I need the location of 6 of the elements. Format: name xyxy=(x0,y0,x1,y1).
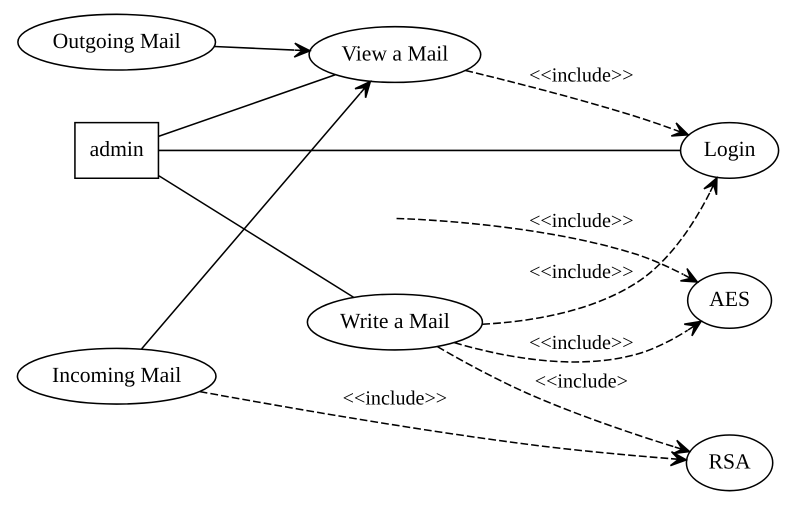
edge-label: <<include> xyxy=(534,370,628,393)
edge-label: <<include>> xyxy=(528,260,634,283)
edge-label: <<include>> xyxy=(342,388,447,410)
edge-label: <<include>> xyxy=(528,210,634,232)
edge-label: <<include>> xyxy=(528,332,634,354)
edge-label: <<include>> xyxy=(528,64,634,86)
